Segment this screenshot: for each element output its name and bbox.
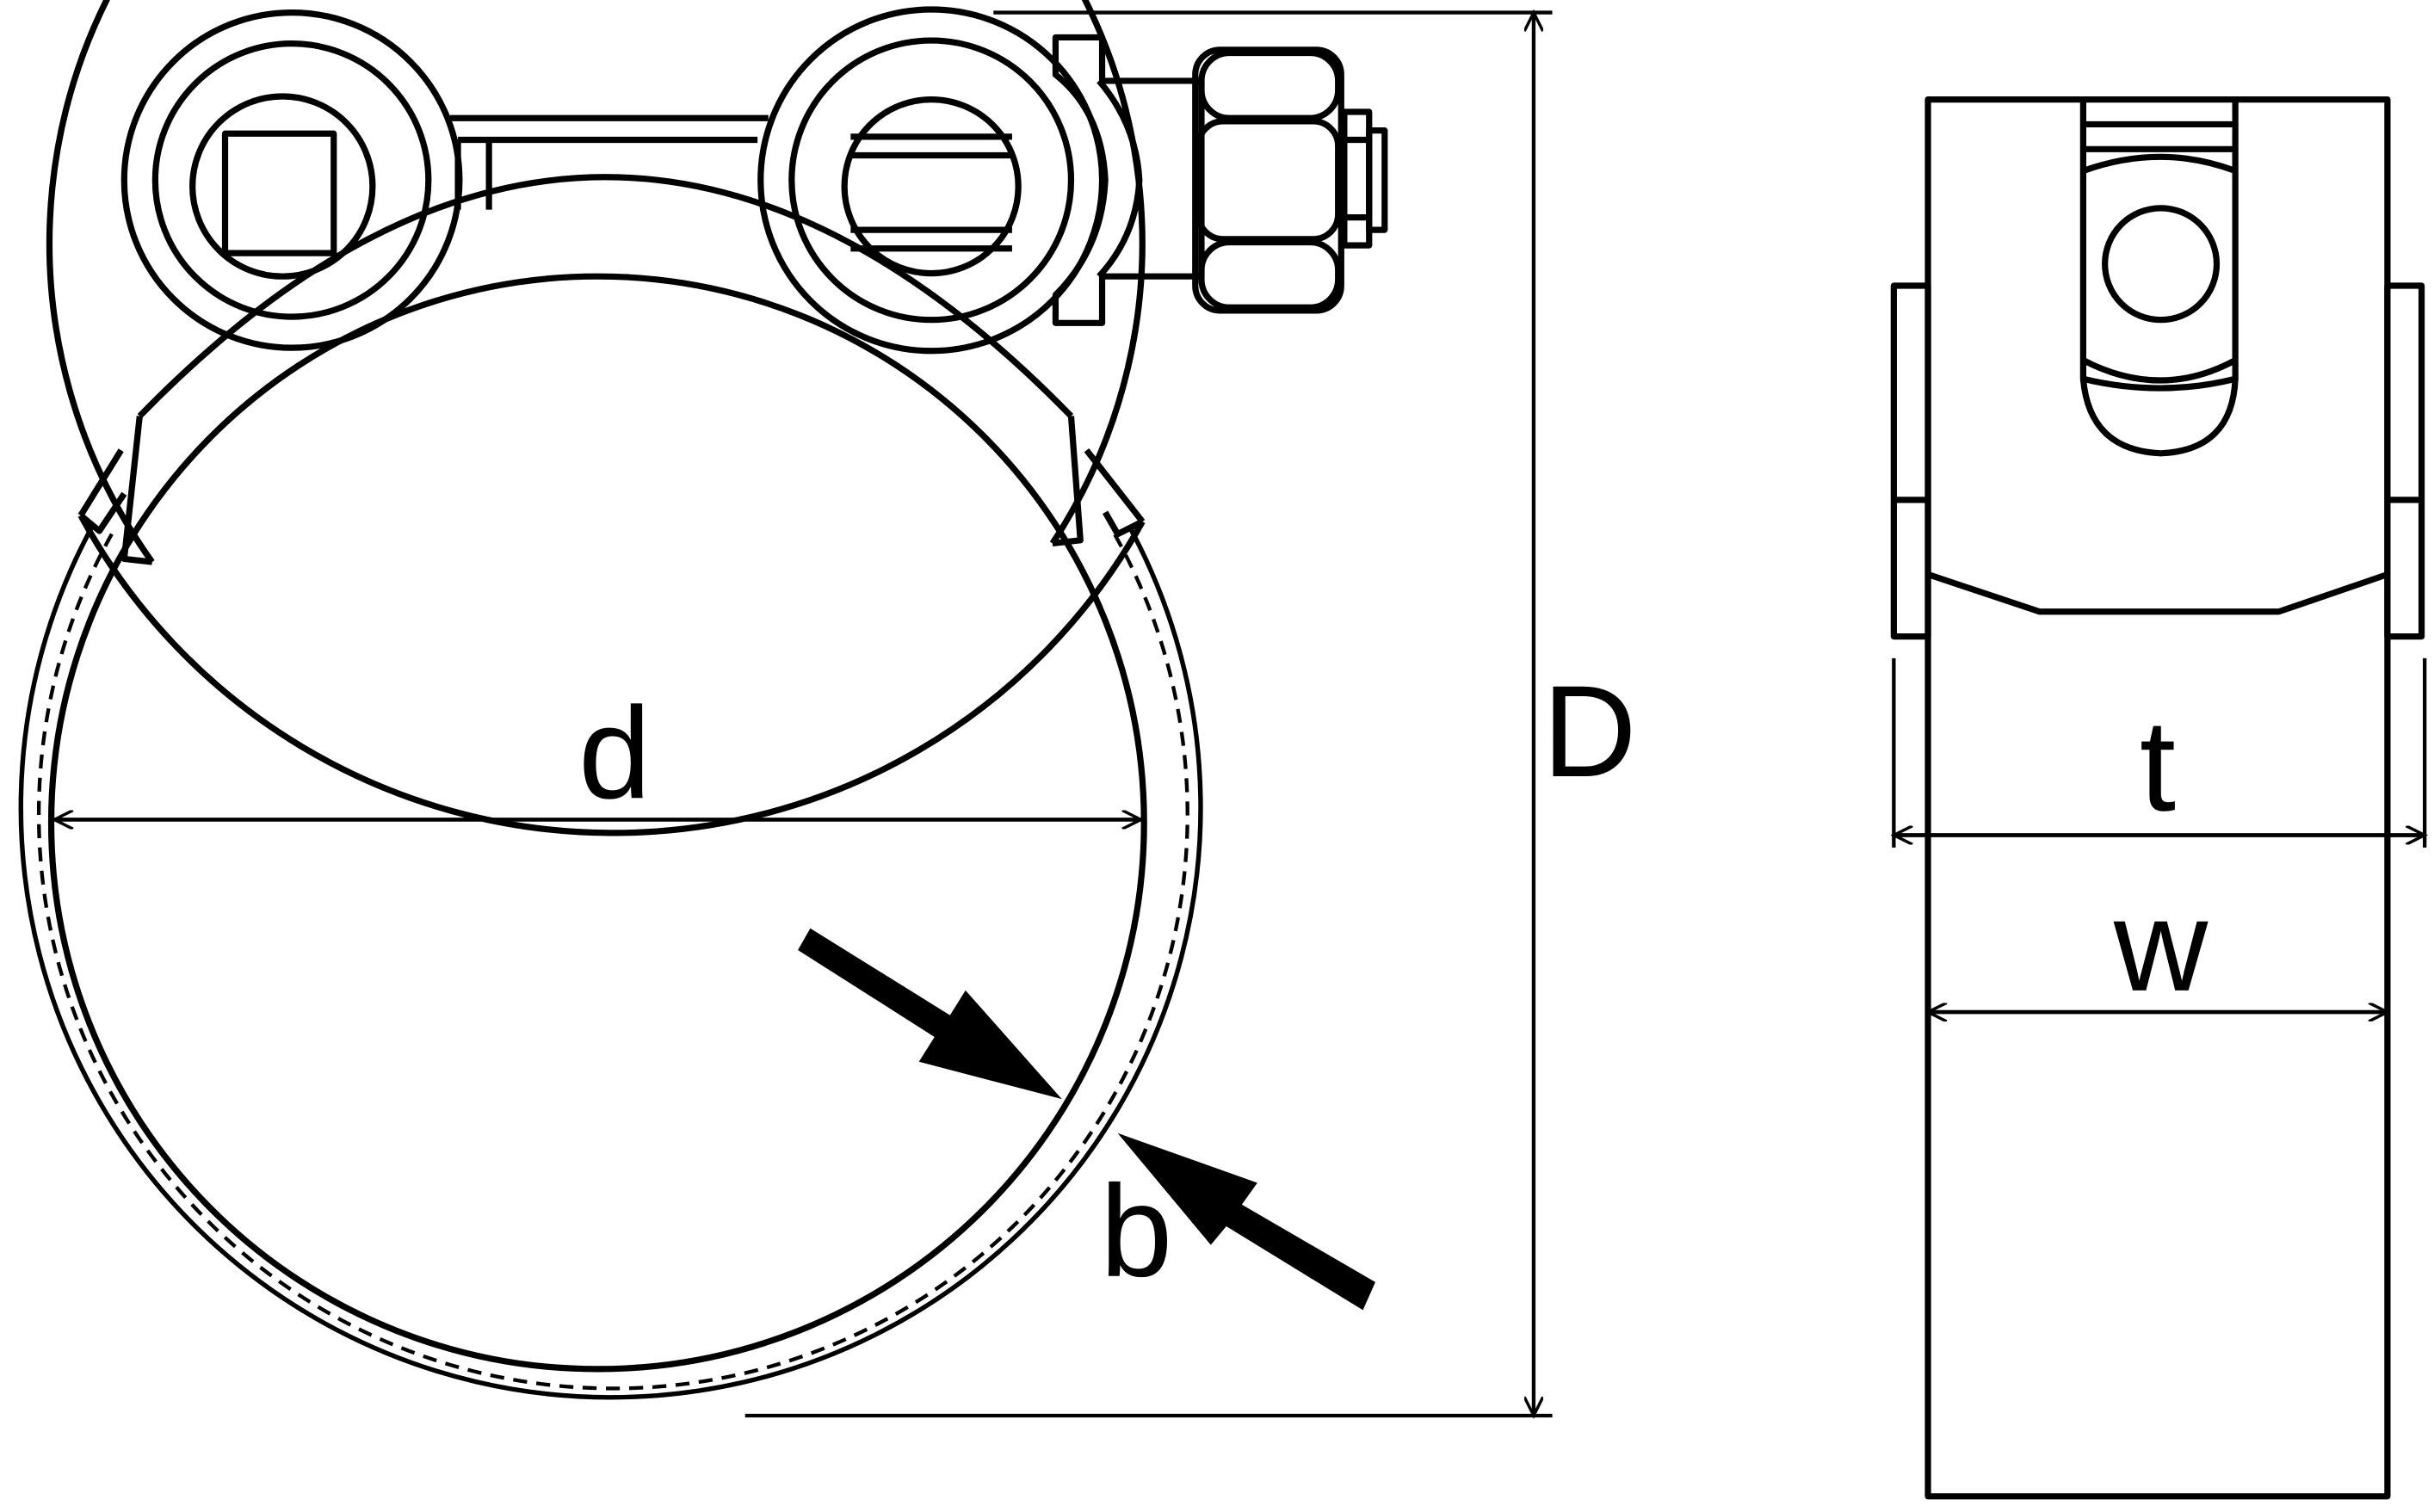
dimension-b: b xyxy=(798,928,1375,1311)
label-d: d xyxy=(578,681,651,826)
right-trunnion-loop xyxy=(757,6,1106,355)
left-trunnion-loop xyxy=(120,9,463,351)
band-outer-left-tip xyxy=(77,448,127,534)
top-saddle-outer xyxy=(137,174,1074,419)
saddle-edge xyxy=(1926,571,2389,615)
side-view xyxy=(1890,96,2425,1500)
top-saddle-right-leg xyxy=(1052,416,1084,546)
dimension-D: D xyxy=(744,13,1637,1416)
bolt-end-circle xyxy=(2102,205,2221,324)
arrow-inner-b xyxy=(798,928,1062,1100)
bridge-plate xyxy=(450,114,769,210)
left-side-tab xyxy=(1890,282,1931,640)
label-b: b xyxy=(1100,1159,1172,1305)
right-side-tab xyxy=(2384,282,2425,640)
bolt-slot xyxy=(2079,99,2239,457)
front-view xyxy=(18,0,1388,1400)
dimension-d: d xyxy=(54,681,1141,826)
dimension-t: t xyxy=(1893,657,2425,848)
arrow-outer-b xyxy=(1117,1132,1375,1311)
band-inner xyxy=(46,0,1146,565)
band-side-rect xyxy=(1924,96,2391,1500)
dimension-w: w xyxy=(1928,873,2388,1019)
label-w: w xyxy=(2113,873,2209,1019)
band-outer xyxy=(77,514,1146,836)
band-liner-solid xyxy=(18,523,1203,1400)
label-t: t xyxy=(2140,694,2176,839)
label-D: D xyxy=(1542,659,1636,805)
bolt-and-nut xyxy=(1052,34,1388,326)
top-saddle-left-leg xyxy=(120,416,153,565)
band-liner-dashed xyxy=(36,533,1189,1391)
